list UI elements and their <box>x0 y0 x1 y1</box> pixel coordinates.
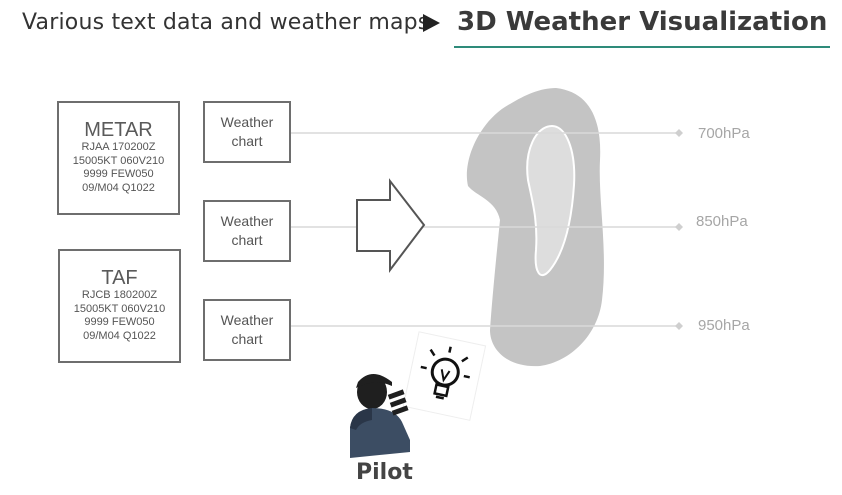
weather-chart-label: Weather <box>220 312 274 328</box>
level-label-850: 850hPa <box>696 213 748 230</box>
level-marker-950 <box>675 322 683 330</box>
level-label-700: 700hPa <box>698 125 750 142</box>
header-target-title: 3D Weather Visualization <box>457 7 828 37</box>
weather-chart-label: chart <box>231 232 263 248</box>
header-source-text: Various text data and weather maps <box>22 10 430 35</box>
lightbulb-icon <box>402 331 487 421</box>
pilot-label: Pilot <box>356 460 413 485</box>
weather-chart-box-850: Weather chart <box>203 200 291 262</box>
taf-title: TAF <box>101 267 138 289</box>
play-triangle-icon <box>423 14 440 32</box>
taf-line: 9999 FEW050 <box>84 316 155 328</box>
taf-box: TAF RJCB 180200Z 15005KT 060V210 9999 FE… <box>58 249 181 363</box>
taf-line: 15005KT 060V210 <box>73 302 166 315</box>
metar-box: METAR RJAA 170200Z 15005KT 060V210 9999 … <box>57 101 180 215</box>
weather-chart-label: Weather <box>220 213 274 229</box>
header-underline <box>454 46 830 48</box>
taf-line: 09/M04 Q1022 <box>83 329 156 342</box>
level-marker-850 <box>675 223 683 231</box>
level-marker-700 <box>675 129 683 137</box>
weather-chart-label: Weather <box>220 114 274 130</box>
metar-title: METAR <box>84 119 153 141</box>
metar-line: 9999 FEW050 <box>83 168 154 180</box>
pilot-icon <box>350 374 410 458</box>
metar-line: 15005KT 060V210 <box>72 154 165 167</box>
weather-chart-label: chart <box>231 133 263 149</box>
weather-chart-label: chart <box>231 331 263 347</box>
right-arrow-icon <box>356 178 426 273</box>
level-label-950: 950hPa <box>698 317 750 334</box>
taf-line: RJCB 180200Z <box>81 289 158 301</box>
weather-chart-box-950: Weather chart <box>203 299 291 361</box>
weather-volume-inner <box>526 124 576 277</box>
weather-chart-box-700: Weather chart <box>203 101 291 163</box>
metar-line: RJAA 170200Z <box>81 141 156 153</box>
metar-line: 09/M04 Q1022 <box>82 181 155 194</box>
